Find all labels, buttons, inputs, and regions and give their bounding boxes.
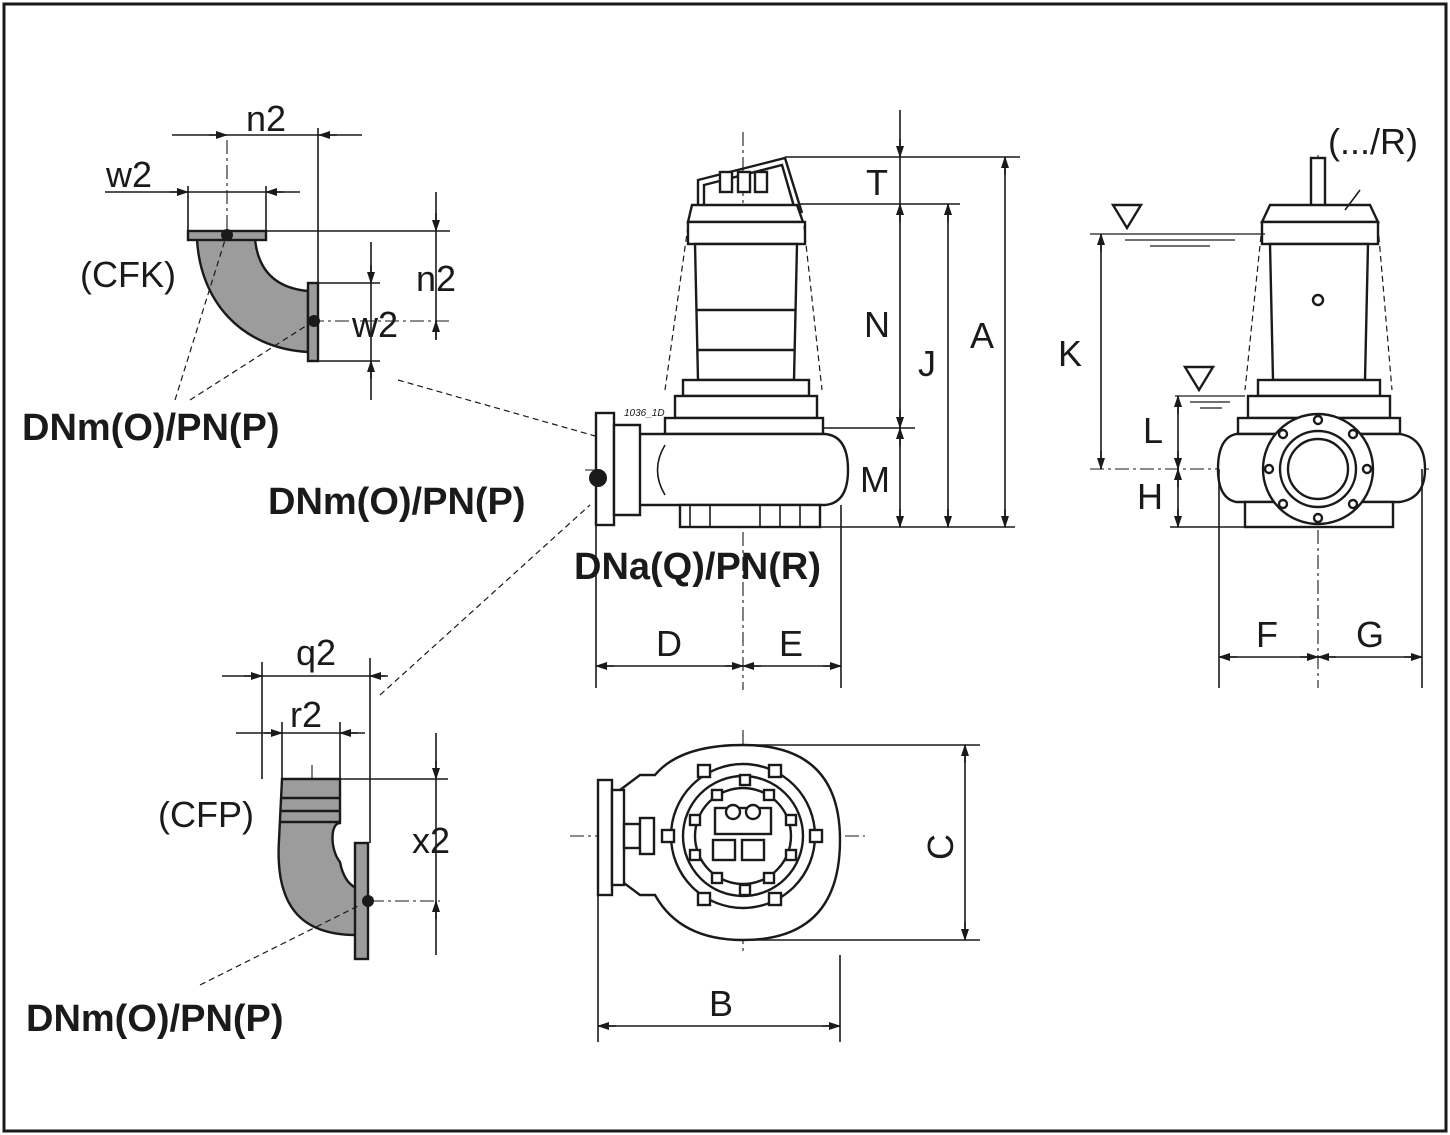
label-d: D bbox=[656, 623, 682, 664]
label-w2-right: w2 bbox=[351, 304, 398, 345]
label-dnm-top: DNm(O)/PN(P) bbox=[22, 407, 280, 449]
cfk-elbow-view bbox=[105, 128, 596, 437]
pump-top-view bbox=[570, 730, 980, 1042]
label-j: J bbox=[918, 343, 936, 384]
label-q2: q2 bbox=[296, 632, 336, 673]
discharge-connection-dot bbox=[589, 469, 607, 487]
label-g: G bbox=[1356, 614, 1384, 655]
label-dna: DNa(Q)/PN(R) bbox=[574, 546, 821, 588]
motor-housing bbox=[693, 242, 799, 382]
top-discharge-flange bbox=[596, 778, 614, 897]
volute-casing bbox=[626, 432, 850, 507]
label-n2-right: n2 bbox=[416, 258, 456, 299]
water-level-low-marker bbox=[1182, 365, 1216, 393]
label-cfk: (CFK) bbox=[80, 254, 176, 295]
motor-cap bbox=[686, 203, 805, 224]
label-f: F bbox=[1256, 614, 1278, 655]
label-dnm-middle: DNm(O)/PN(P) bbox=[268, 481, 526, 523]
label-t: T bbox=[866, 162, 888, 203]
label-a: A bbox=[970, 315, 994, 356]
label-n2-top: n2 bbox=[246, 98, 286, 139]
cfp-elbow-view bbox=[199, 504, 591, 986]
label-b: B bbox=[709, 983, 733, 1024]
lifting-handle bbox=[696, 156, 804, 214]
discharge-flange bbox=[594, 411, 616, 527]
label-r2: r2 bbox=[290, 694, 322, 735]
label-cfp: (CFP) bbox=[158, 794, 254, 835]
drawing-code: 1036_1D bbox=[624, 408, 665, 419]
label-n: N bbox=[864, 304, 890, 345]
label-e: E bbox=[779, 623, 803, 664]
label-l: L bbox=[1143, 410, 1163, 451]
cfp-connection-dot bbox=[362, 895, 374, 907]
label-h: H bbox=[1137, 476, 1163, 517]
label-c: C bbox=[920, 834, 961, 860]
cfp-elbow-pipe bbox=[277, 777, 358, 937]
pump-front-view bbox=[1090, 155, 1430, 688]
label-r-top: (.../R) bbox=[1328, 121, 1418, 162]
pump-side-view: 1036_1D bbox=[585, 110, 1020, 690]
water-level-top-marker bbox=[1110, 203, 1144, 231]
cfk-side-connection-dot bbox=[308, 315, 320, 327]
label-w2-top: w2 bbox=[105, 154, 152, 195]
label-x2: x2 bbox=[412, 820, 450, 861]
label-k: K bbox=[1058, 333, 1082, 374]
label-dnm-bottom: DNm(O)/PN(P) bbox=[26, 998, 284, 1040]
label-m: M bbox=[860, 459, 890, 500]
cfk-top-connection-dot bbox=[221, 229, 233, 241]
